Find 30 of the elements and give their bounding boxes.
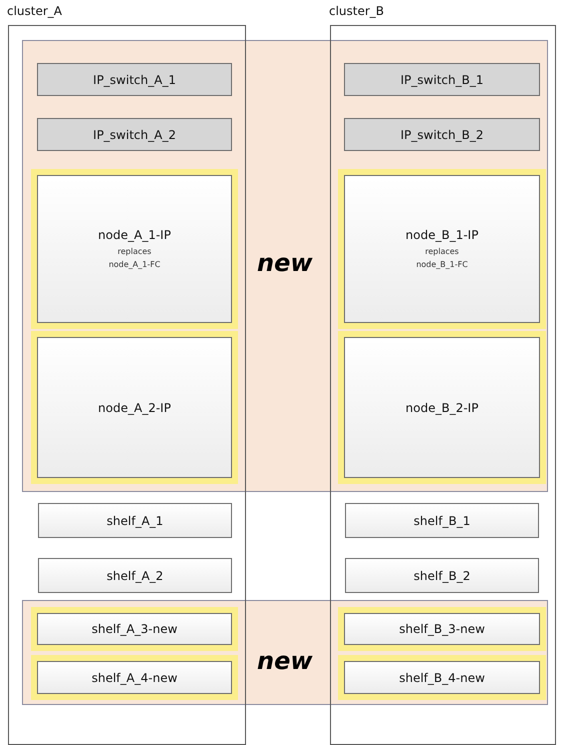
box-label: shelf_B_2 xyxy=(414,568,470,582)
box-label: shelf_B_4-new xyxy=(399,670,485,684)
switch-box xyxy=(344,118,540,151)
box-label: IP_switch_B_1 xyxy=(400,72,484,86)
cluster-label: cluster_B xyxy=(329,4,384,18)
switch-box xyxy=(344,63,540,96)
cluster-label: cluster_A xyxy=(7,4,62,18)
box-label: shelf_A_1 xyxy=(106,514,164,528)
box-note: replaces node_A_1-FC xyxy=(108,246,162,270)
shelf-box xyxy=(38,503,232,538)
switch-box xyxy=(37,118,232,151)
box-label: node_B_1-IP xyxy=(406,228,478,242)
shelf-box xyxy=(345,503,539,538)
box-label: node_A_2-IP xyxy=(98,400,171,414)
box-note: replaces node_B_1-FC xyxy=(415,246,469,270)
box-label: shelf_A_2 xyxy=(106,568,164,582)
section-label: new xyxy=(257,249,313,277)
section-label: new xyxy=(257,647,313,675)
box-label: IP_switch_B_2 xyxy=(400,128,484,142)
box-label: shelf_B_3-new xyxy=(399,622,485,636)
box-label: IP_switch_A_2 xyxy=(93,128,176,142)
box-label: node_B_2-IP xyxy=(406,400,478,414)
box-label: IP_switch_A_1 xyxy=(93,72,176,86)
shelf-box xyxy=(38,558,232,593)
box-label: shelf_A_3-new xyxy=(92,622,178,636)
box-label: node_A_1-IP xyxy=(98,228,171,242)
switch-box xyxy=(37,63,232,96)
box-label: shelf_B_1 xyxy=(414,514,470,528)
box-label: shelf_A_4-new xyxy=(92,670,178,684)
shelf-box xyxy=(345,558,539,593)
